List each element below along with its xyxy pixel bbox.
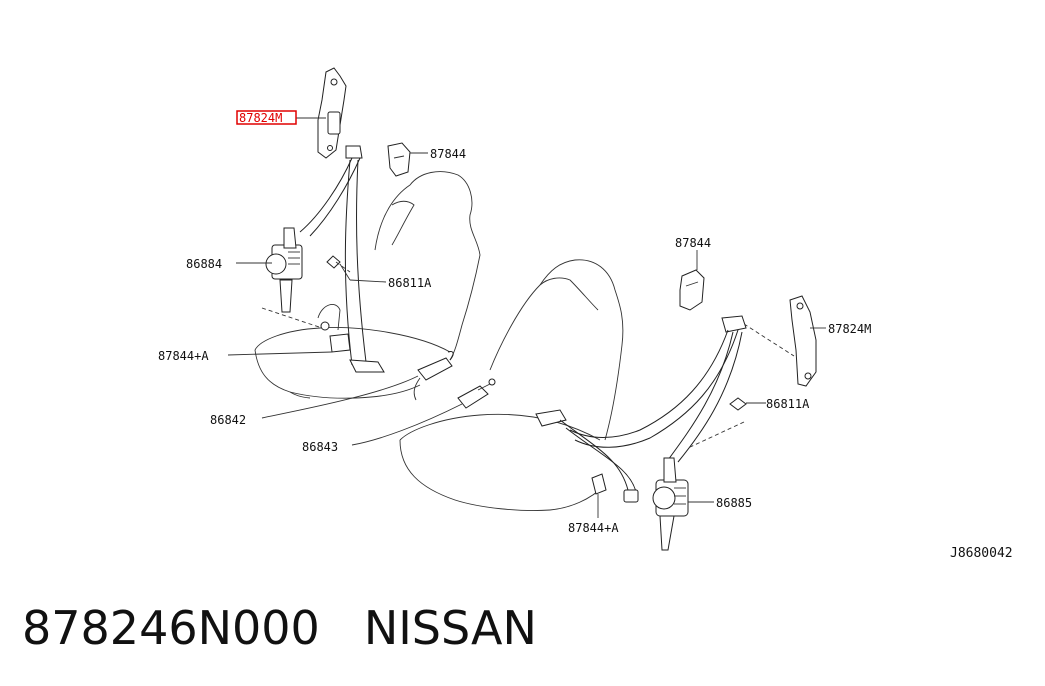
- footer: 878246N000 NISSAN: [22, 598, 537, 658]
- callout-86885: 86885: [716, 496, 752, 510]
- callout-87844-right: 87844: [675, 236, 711, 250]
- part-number: 878246N000: [22, 601, 320, 655]
- callout-86843: 86843: [302, 440, 338, 454]
- highlight-box: [236, 110, 297, 125]
- callout-86811a-left: 86811A: [388, 276, 432, 290]
- right-belt-assembly: [535, 269, 817, 551]
- left-belt-assembly: [261, 67, 496, 409]
- leader-lines: [227, 117, 826, 518]
- callout-86884: 86884: [186, 257, 222, 271]
- parts-diagram: 87824M 87844 86884 86811A 87844+A 86842 …: [158, 67, 1013, 561]
- callout-87824m-right: 87824M: [828, 322, 871, 336]
- callout-86842: 86842: [210, 413, 246, 427]
- callout-87844-top: 87844: [430, 147, 466, 161]
- figure-code: J8680042: [950, 546, 1013, 561]
- callout-87844a-left: 87844+A: [158, 349, 209, 363]
- brand-name: NISSAN: [363, 601, 537, 655]
- callout-87844a-bottom: 87844+A: [568, 521, 619, 535]
- callout-87824m-highlighted: 87824M: [239, 111, 282, 125]
- callout-86811a-right: 86811A: [766, 397, 810, 411]
- right-seat-outline: [399, 259, 624, 511]
